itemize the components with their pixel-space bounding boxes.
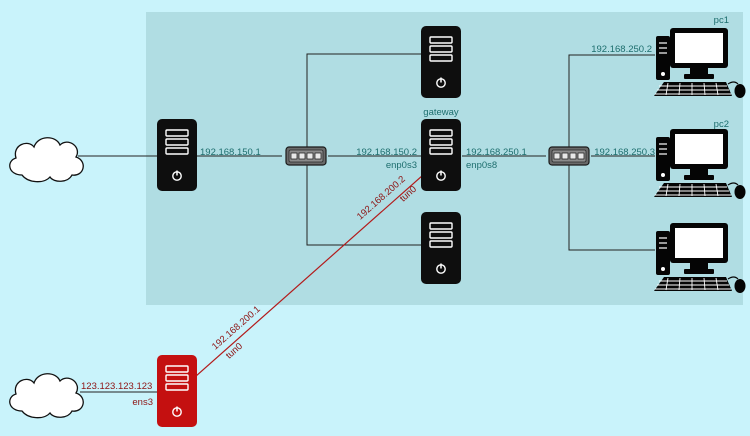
ip-gateway-lan150: 192.168.150.2 — [356, 147, 417, 158]
ip-gateway-lan250: 192.168.250.1 — [466, 147, 527, 158]
ip-server-left: 192.168.150.1 — [200, 147, 261, 158]
if-gateway-lan250: enp0s8 — [466, 160, 497, 171]
gateway-label: gateway — [423, 107, 459, 118]
ip-pc2: 192.168.250.3 — [594, 147, 655, 158]
remote-server-icon — [156, 354, 198, 428]
link-switch1-server-top — [306, 53, 421, 147]
switch-icon — [548, 146, 590, 166]
gateway-server-icon — [420, 118, 462, 192]
server-icon — [156, 118, 198, 192]
link-switch1-server-bottom — [306, 165, 421, 246]
vpn-tunnel-link — [177, 159, 441, 393]
pc1-label: pc1 — [714, 15, 729, 26]
if-remote-public: ens3 — [132, 397, 153, 408]
cloud-icon — [9, 137, 84, 183]
network-links — [78, 53, 655, 393]
switch-icon — [285, 146, 327, 166]
server-icon — [420, 211, 462, 285]
if-gateway-lan150: enp0s3 — [386, 160, 417, 171]
server-icon — [420, 25, 462, 99]
ip-remote-public: 123.123.123.123 — [81, 381, 152, 392]
cloud-icon — [9, 373, 84, 419]
ip-pc1: 192.168.250.2 — [591, 44, 652, 55]
link-switch2-pc3 — [568, 165, 655, 251]
link-switch2-pc1 — [568, 54, 655, 147]
pc2-label: pc2 — [714, 119, 729, 130]
if-remote-tun: tun0 — [224, 341, 245, 361]
